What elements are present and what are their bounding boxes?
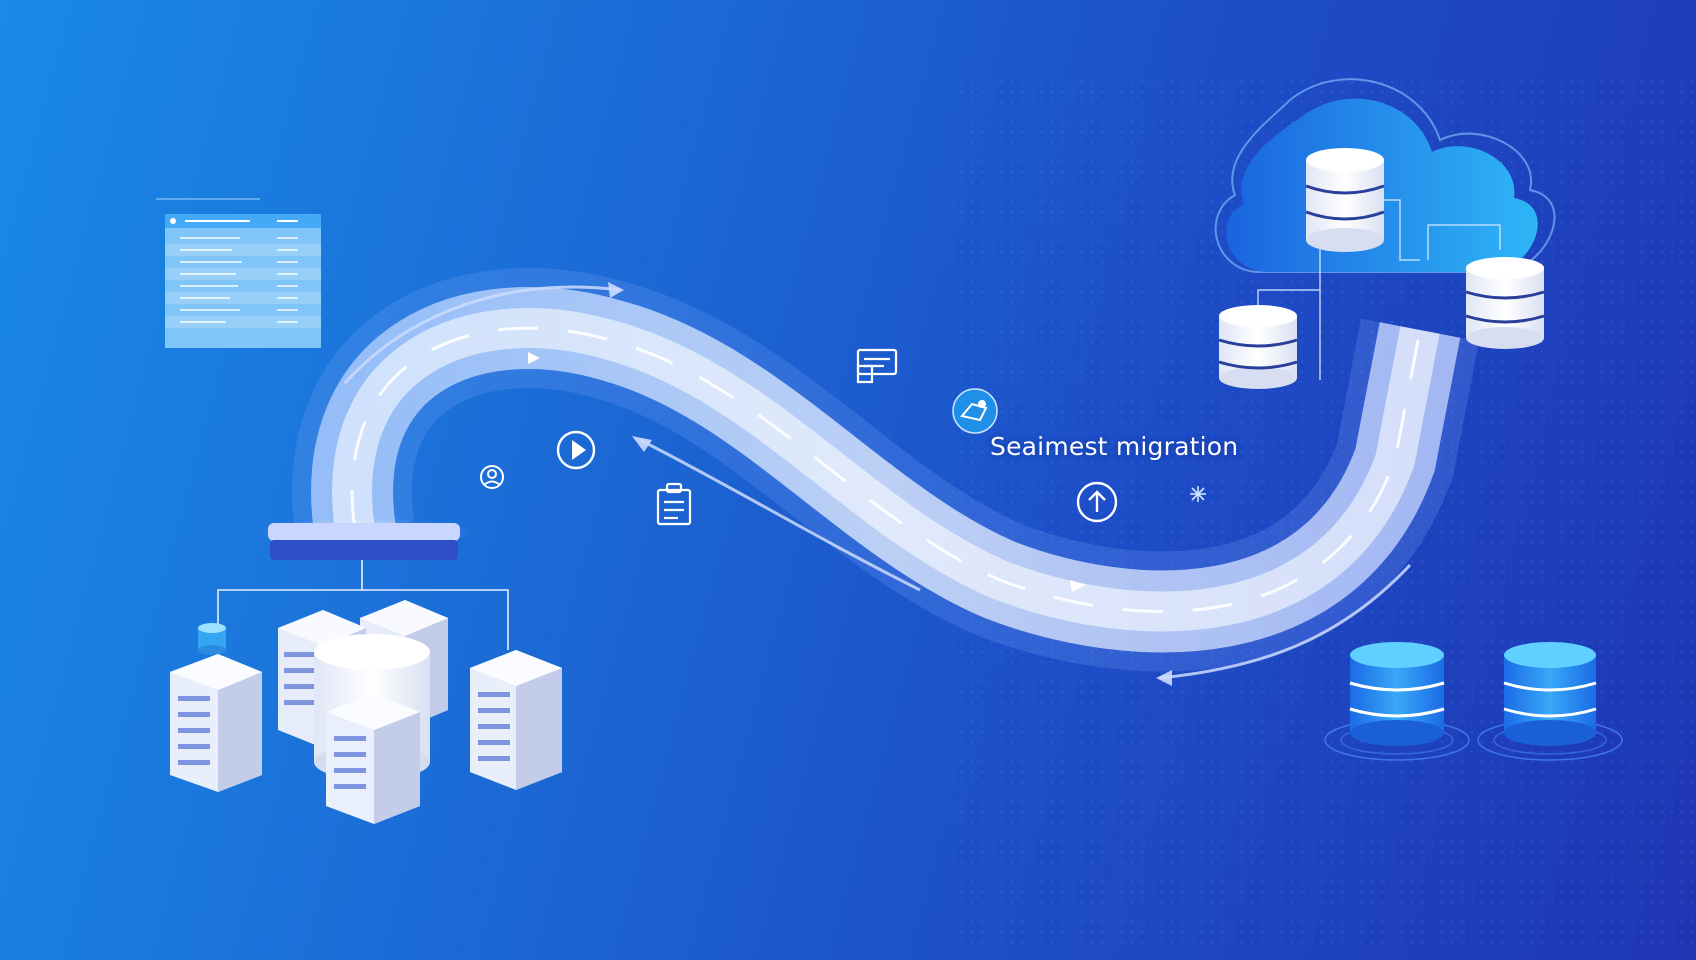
server-cluster [170, 600, 562, 824]
migration-flow-path [292, 268, 1479, 672]
server-rack-icon [326, 694, 420, 824]
handshake-badge-icon [952, 388, 998, 434]
database-icon [1305, 148, 1385, 252]
database-icon [198, 623, 226, 655]
document-scan-icon [856, 348, 898, 384]
direction-arrowheads [608, 282, 1172, 686]
upload-circle-icon [1076, 481, 1118, 523]
snowflake-icon [1190, 486, 1206, 502]
refresh-play-icon [556, 430, 596, 470]
server-rack-icon [470, 650, 562, 790]
direction-arrows [343, 285, 1412, 680]
clipboard-icon [656, 482, 692, 526]
gear-person-icon [480, 465, 504, 489]
spreadsheet-panel-icon [156, 198, 321, 348]
server-rack-icon [170, 654, 262, 792]
flow-arrowheads [528, 352, 1086, 592]
cloud-connector-lines [1257, 199, 1501, 380]
database-icon [1465, 257, 1545, 349]
database-icon [1324, 642, 1470, 761]
database-icon [1218, 305, 1298, 389]
migration-caption: Seaimest migration [990, 432, 1239, 461]
on-premise-platform [217, 518, 509, 650]
database-icon [1477, 642, 1623, 761]
